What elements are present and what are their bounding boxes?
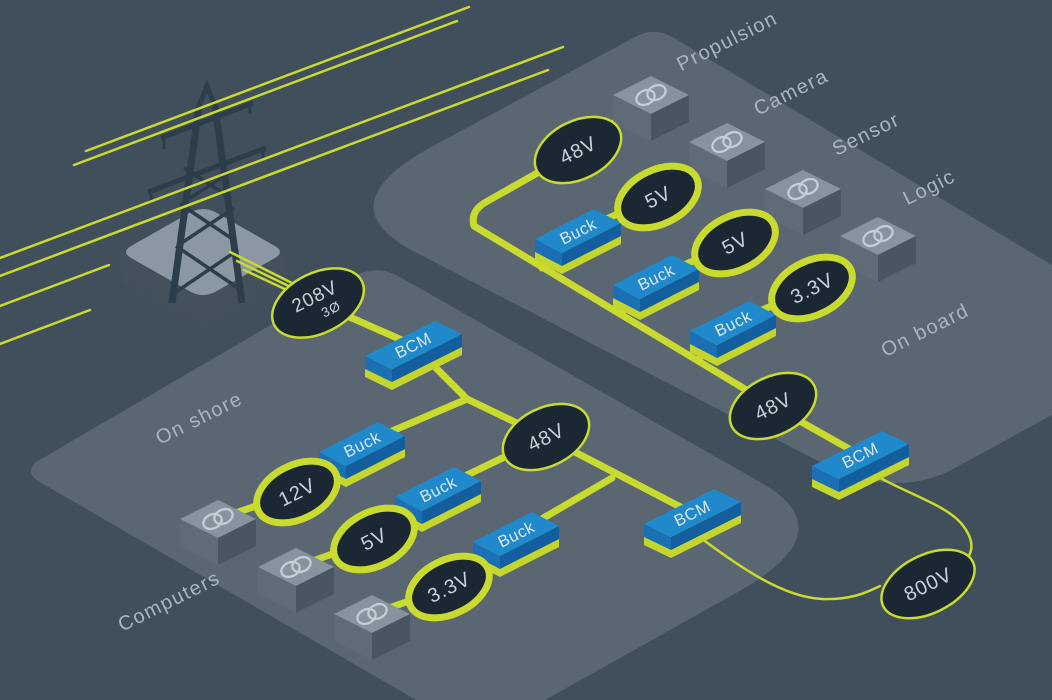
node-shore-5v: 5V [330,504,418,574]
on-shore-platform [30,270,799,700]
transmission-tower [147,79,267,304]
node-board-48v-bottom: 48V [728,371,818,441]
node-shore-48v: 48V [501,402,591,472]
transmission-wires [0,5,565,346]
node-link-800v: 800V [880,548,976,620]
node-board-3v3: 3.3V [768,253,856,323]
node-grid-208v: 208V 3Ø [270,267,366,339]
tower-platform [121,209,285,324]
node-shore-3v3: 3.3V [405,552,493,622]
hv-link-wires [696,468,973,601]
node-board-5v-1: 5V [614,162,702,232]
node-board-48v-top: 48V [533,115,623,185]
node-shore-12v: 12V [253,457,341,527]
node-board-5v-2: 5V [691,208,779,278]
